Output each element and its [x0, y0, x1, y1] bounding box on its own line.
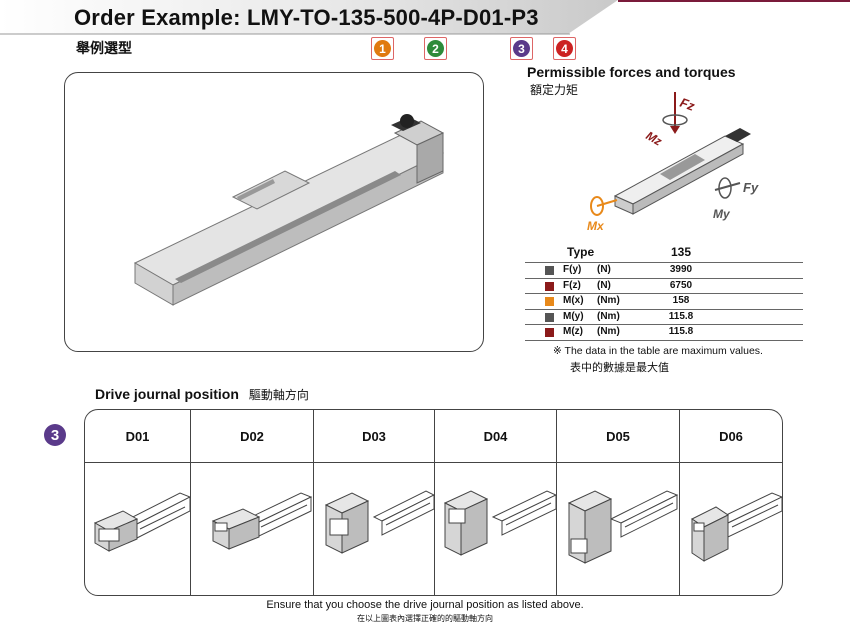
force-axes-diagram: Fz Mz Fy My Mx — [587, 92, 759, 233]
drive-cell-d02: D02 — [191, 410, 314, 595]
footer-note: Ensure that you choose the drive journal… — [266, 599, 584, 611]
drive-d06-illustration — [691, 492, 782, 562]
title-bar-graphic — [0, 0, 850, 35]
table-row: M(z) (Nm) 115.8 — [525, 325, 803, 341]
table-row: M(y) (Nm) 115.8 — [525, 310, 803, 325]
badge-1: 1 — [371, 37, 394, 60]
forces-title-cn: 額定力矩 — [530, 83, 579, 97]
linear-module-illustration — [133, 114, 445, 306]
drive-position-label: D02 — [191, 410, 313, 463]
legend-square — [545, 281, 554, 291]
drive-d05-illustration — [567, 490, 679, 564]
badge-3: 3 — [510, 37, 533, 60]
drive-d04-illustration — [443, 490, 558, 556]
row-value: 115.8 — [668, 326, 694, 337]
footer-note-cn: 在以上圖表內選擇正確的的驅動軸方向 — [357, 614, 493, 623]
badge-2: 2 — [424, 37, 447, 60]
product-image-frame — [64, 72, 484, 352]
forces-table: Type 135 F(y) (N) 3990 F(z) (N) 6750 M(x… — [525, 244, 803, 341]
fz-label: Fz — [678, 95, 697, 114]
row-value: 158 — [672, 295, 690, 306]
table-row: F(z) (N) 6750 — [525, 279, 803, 294]
page-title: Order Example: LMY-TO-135-500-4P-D01-P3 — [74, 5, 539, 30]
badge-3-label: 3 — [513, 40, 530, 57]
drive-position-label: D01 — [85, 410, 190, 463]
table-note-cn: 表中的數據是最大值 — [570, 362, 669, 374]
drive-position-label: D04 — [435, 410, 556, 463]
row-name: F(z) — [563, 279, 581, 291]
drive-cell-d01: D01 — [85, 410, 192, 595]
table-row: M(x) (Nm) 158 — [525, 294, 803, 310]
row-name: M(x) — [563, 295, 584, 306]
drive-d01-illustration — [93, 492, 192, 552]
drive-position-label: D06 — [680, 410, 782, 463]
page-subtitle: 舉例選型 — [76, 40, 132, 56]
badge-4-label: 4 — [556, 40, 573, 57]
row-unit: (Nm) — [597, 310, 620, 322]
table-note: ※ The data in the table are maximum valu… — [553, 345, 763, 357]
badge-2-label: 2 — [427, 40, 444, 57]
row-name: F(y) — [563, 264, 582, 275]
legend-square — [545, 297, 554, 306]
row-unit: (Nm) — [597, 295, 620, 306]
drive-d03-illustration — [324, 490, 436, 554]
drive-position-label: D05 — [557, 410, 679, 463]
row-name: M(y) — [563, 310, 584, 322]
header-model: 135 — [670, 245, 692, 259]
forces-table-header: Type 135 — [525, 244, 803, 263]
mz-label: Mz — [644, 128, 665, 148]
drive-cell-d06: D06 — [680, 410, 782, 595]
drive-position-table: D01 D02 — [84, 409, 783, 596]
drive-d02-illustration — [211, 492, 313, 550]
row-unit: (N) — [597, 279, 611, 291]
drive-title-text: Drive journal position — [95, 386, 239, 402]
row-value: 115.8 — [668, 310, 694, 322]
row-name: M(z) — [563, 326, 583, 337]
forces-title: Permissible forces and torques — [527, 64, 736, 80]
badge-4: 4 — [553, 37, 576, 60]
fy-label: Fy — [743, 180, 759, 195]
badge-1-label: 1 — [374, 40, 391, 57]
drive-position-label: D03 — [314, 410, 434, 463]
legend-square — [545, 266, 554, 275]
header-type: Type — [567, 245, 595, 259]
drive-cell-d04: D04 — [435, 410, 558, 595]
row-value: 6750 — [669, 279, 693, 291]
table-row: F(y) (N) 3990 — [525, 263, 803, 279]
drive-title-cn: 驅動軸方向 — [248, 388, 309, 402]
my-label: My — [713, 207, 731, 221]
drive-title: Drive journal position 驅動軸方向 — [95, 386, 309, 403]
drive-cell-d03: D03 — [314, 410, 436, 595]
drive-badge: 3 — [44, 424, 66, 446]
row-unit: (N) — [597, 264, 611, 275]
legend-square — [545, 328, 554, 337]
legend-square — [545, 312, 554, 322]
mx-label: Mx — [587, 219, 605, 233]
drive-cell-d05: D05 — [557, 410, 680, 595]
row-value: 3990 — [669, 264, 693, 275]
row-unit: (Nm) — [597, 326, 620, 337]
